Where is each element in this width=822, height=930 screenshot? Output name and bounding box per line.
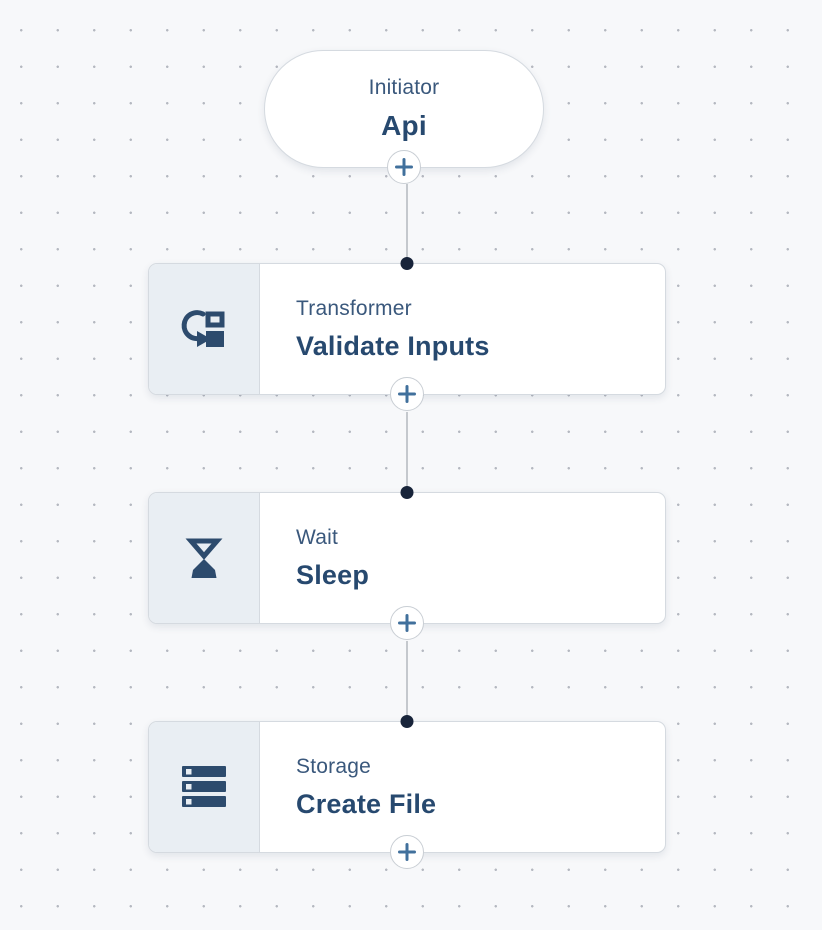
step-node-wait[interactable]: Wait Sleep xyxy=(148,486,666,640)
plus-icon xyxy=(398,843,416,861)
step-content: Transformer Validate Inputs xyxy=(260,264,665,394)
input-port-dot xyxy=(400,486,414,499)
step-icon-panel xyxy=(149,264,260,394)
initiator-node[interactable]: Initiator Api xyxy=(264,50,544,184)
input-port-dot xyxy=(400,257,414,270)
transform-icon xyxy=(181,310,225,347)
connector-line xyxy=(406,412,408,492)
add-step-button[interactable] xyxy=(390,835,424,869)
node-title: Api xyxy=(381,110,427,142)
add-step-button[interactable] xyxy=(390,377,424,411)
node-title: Create File xyxy=(296,788,437,819)
node-type-label: Transformer xyxy=(296,296,412,320)
step-node-storage[interactable]: Storage Create File xyxy=(148,715,666,869)
input-port-dot xyxy=(400,715,414,728)
step-content: Wait Sleep xyxy=(260,493,665,623)
node-type-label: Initiator xyxy=(368,76,440,100)
step-node-transformer[interactable]: Transformer Validate Inputs xyxy=(148,257,666,411)
hourglass-icon xyxy=(185,538,223,578)
plus-icon xyxy=(395,158,413,176)
node-title: Sleep xyxy=(296,559,370,590)
step-icon-panel xyxy=(149,722,260,852)
connector-line xyxy=(406,641,408,721)
step-content: Storage Create File xyxy=(260,722,665,852)
add-step-button[interactable] xyxy=(390,606,424,640)
node-type-label: Wait xyxy=(296,525,339,549)
node-title: Validate Inputs xyxy=(296,330,490,361)
add-step-button[interactable] xyxy=(387,150,421,184)
step-icon-panel xyxy=(149,493,260,623)
connector-line xyxy=(406,184,408,264)
plus-icon xyxy=(398,614,416,632)
plus-icon xyxy=(398,385,416,403)
node-type-label: Storage xyxy=(296,754,371,778)
storage-stack-icon xyxy=(182,766,226,807)
